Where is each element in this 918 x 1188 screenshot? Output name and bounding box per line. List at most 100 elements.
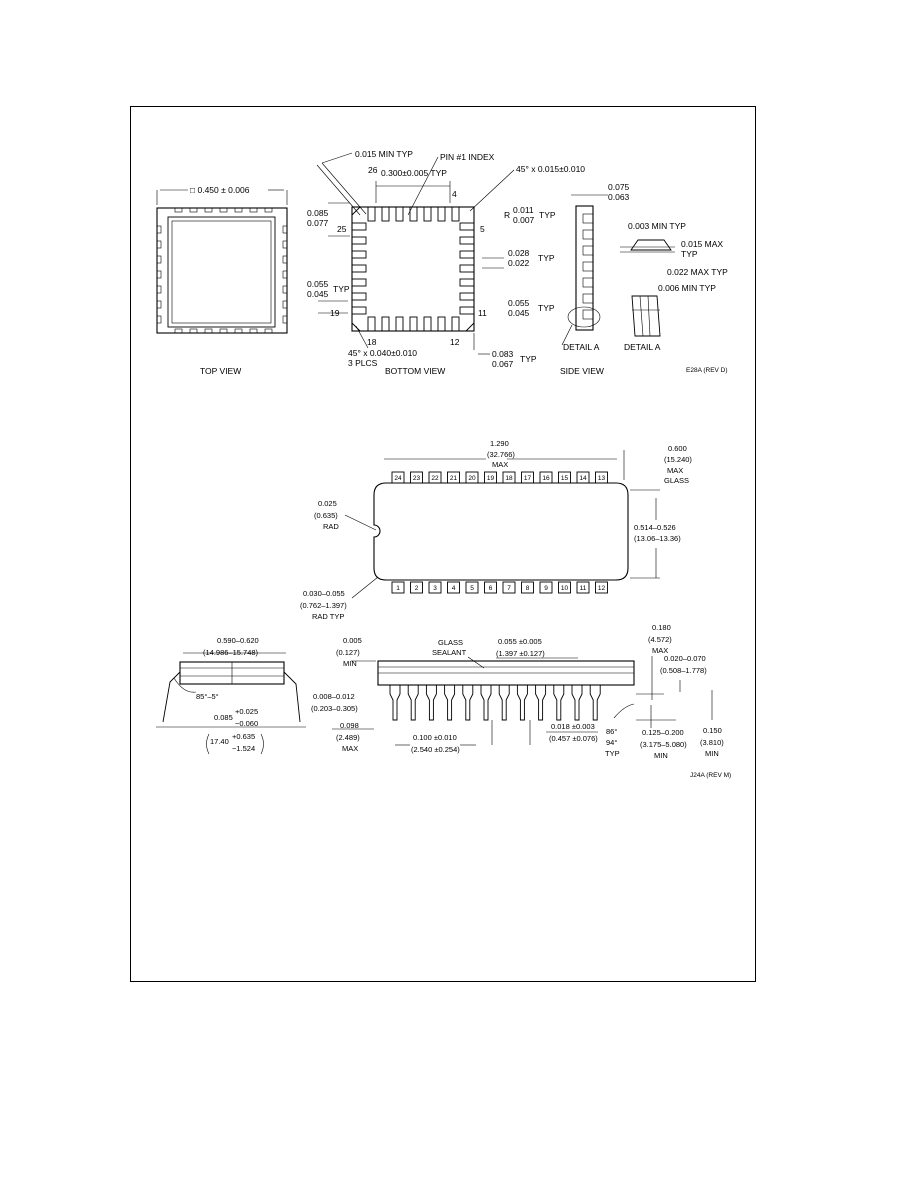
castellation — [282, 255, 288, 264]
bottom-pad — [409, 316, 418, 332]
dip-side-lead — [589, 685, 601, 721]
side-lead — [582, 277, 594, 288]
dip-pin-bottom-number: 10 — [561, 585, 569, 592]
castellation — [156, 255, 162, 264]
bottom-pad — [437, 206, 446, 222]
dip-pin-top — [391, 471, 405, 484]
lead-length-min: MIN — [654, 751, 668, 760]
dip-length-max: MAX — [492, 460, 508, 469]
top-drawing-rev: E28A (REV D) — [686, 367, 728, 374]
side-view-leads — [582, 213, 594, 320]
dip-pin-bottom — [558, 581, 571, 594]
bottom-edge-typ: TYP — [520, 354, 537, 364]
bottom-pad — [395, 206, 404, 222]
castellation — [234, 328, 243, 334]
dip-pin-bottom-number: 1 — [396, 585, 400, 592]
sealant-label: SEALANT — [432, 648, 467, 657]
castellation — [174, 207, 183, 213]
castellation — [156, 285, 162, 294]
bottom-pad — [451, 206, 460, 222]
pin-12: 12 — [450, 337, 460, 347]
dip-pin-top — [447, 471, 460, 484]
end-view-lead-right — [283, 671, 301, 723]
end-view-lead-left — [162, 671, 181, 723]
side-lead — [582, 293, 594, 304]
chamfer-places: 3 PLCS — [348, 358, 378, 368]
seat-plane-min: MIN — [705, 749, 719, 758]
dip-corner-in: 0.030–0.055 — [303, 589, 345, 598]
dip-side-lead — [407, 685, 419, 721]
dip-corner-mm: (0.762–1.397) — [300, 601, 347, 610]
side-lead — [582, 261, 594, 272]
seat-height-max: MAX — [652, 646, 668, 655]
castellation — [156, 315, 162, 324]
radius-min: 0.007 — [513, 215, 535, 225]
standoff-mm: (0.508–1.778) — [660, 666, 707, 675]
standoff-in: 0.020–0.070 — [664, 654, 706, 663]
bottom-pad — [351, 222, 367, 231]
seat-height-in: 0.180 — [652, 623, 671, 632]
lead-length-mm: (3.175–5.080) — [640, 740, 687, 749]
castellation — [234, 207, 243, 213]
glass-offset-in: 0.005 — [343, 636, 362, 645]
castellation — [282, 240, 288, 249]
pin-18: 18 — [367, 337, 377, 347]
dip-length-in: 1.290 — [490, 439, 509, 448]
castellation — [219, 328, 228, 334]
bottom-pad — [351, 250, 367, 259]
glass-offset-min: MIN — [343, 659, 357, 668]
bottom-view-outline — [351, 206, 475, 332]
left-edge-max: 0.085 — [307, 208, 329, 218]
dip-side-lead — [425, 685, 437, 721]
lead-length-in: 0.125–0.200 — [642, 728, 684, 737]
detail-a-section — [631, 295, 661, 337]
top-view: □ 0.450 ± 0.006 TOP VIEW — [156, 185, 288, 376]
dip-pin-bottom-number: 11 — [580, 585, 587, 592]
right-pitch-max: 0.055 — [508, 298, 530, 308]
detail-a-callout: DETAIL A — [563, 342, 600, 352]
bottom-pad — [351, 236, 367, 245]
side-lead — [582, 229, 594, 240]
dip-end-view: 0.590–0.620 (14.986–15.748) 85°–5° 0.085… — [156, 636, 306, 755]
detail-a: 0.003 MIN TYP 0.015 MAX TYP 0.022 MAX TY… — [620, 221, 728, 374]
dip-pin-bottom-number: 7 — [507, 585, 511, 592]
detail-a-pad — [630, 239, 672, 251]
lead-shoulder-in: 0.055 ±0.005 — [498, 637, 542, 646]
dip-side-lead — [444, 685, 456, 721]
bottom-pad — [395, 316, 404, 332]
castellation — [156, 270, 162, 279]
bottom-pad — [459, 292, 475, 301]
body-offset-mm: (2.489) — [336, 733, 360, 742]
lead-shoulder-mm: (1.397 ±0.127) — [496, 649, 545, 658]
end-view-angle-arc — [173, 677, 197, 693]
bottom-pad — [459, 264, 475, 273]
side-height-max: 0.075 — [608, 182, 630, 192]
dip-side-lead — [480, 685, 492, 721]
top-view-castellations — [156, 207, 288, 334]
dip-side-lead — [553, 685, 565, 721]
castellation — [189, 328, 198, 334]
castellation — [174, 328, 183, 334]
lead-thickness-mm: (0.203–0.305) — [311, 704, 358, 713]
castellation — [156, 300, 162, 309]
castellation — [282, 300, 288, 309]
dip-pin-top — [521, 471, 534, 484]
left-pitch-max: 0.055 — [307, 279, 329, 289]
dip-side-lead — [498, 685, 510, 721]
dip-pin-top-number: 23 — [413, 475, 421, 482]
bottom-pad — [367, 316, 376, 332]
lead-spread-in: 0.085 — [214, 713, 233, 722]
radius-label: R — [504, 210, 510, 220]
dip-pin-top-number: 24 — [394, 475, 402, 482]
dip-side-lead — [462, 685, 474, 721]
lead-angle-typ: TYP — [605, 749, 620, 758]
pin-11: 11 — [478, 308, 487, 318]
dip-side-view: 0.005 (0.127) MIN GLASS SEALANT 0.055 ±0… — [311, 623, 731, 779]
bottom-pad — [381, 316, 390, 332]
top-view-label: TOP VIEW — [200, 366, 241, 376]
bottom-pad — [351, 278, 367, 287]
dip-pin-top — [410, 471, 423, 484]
